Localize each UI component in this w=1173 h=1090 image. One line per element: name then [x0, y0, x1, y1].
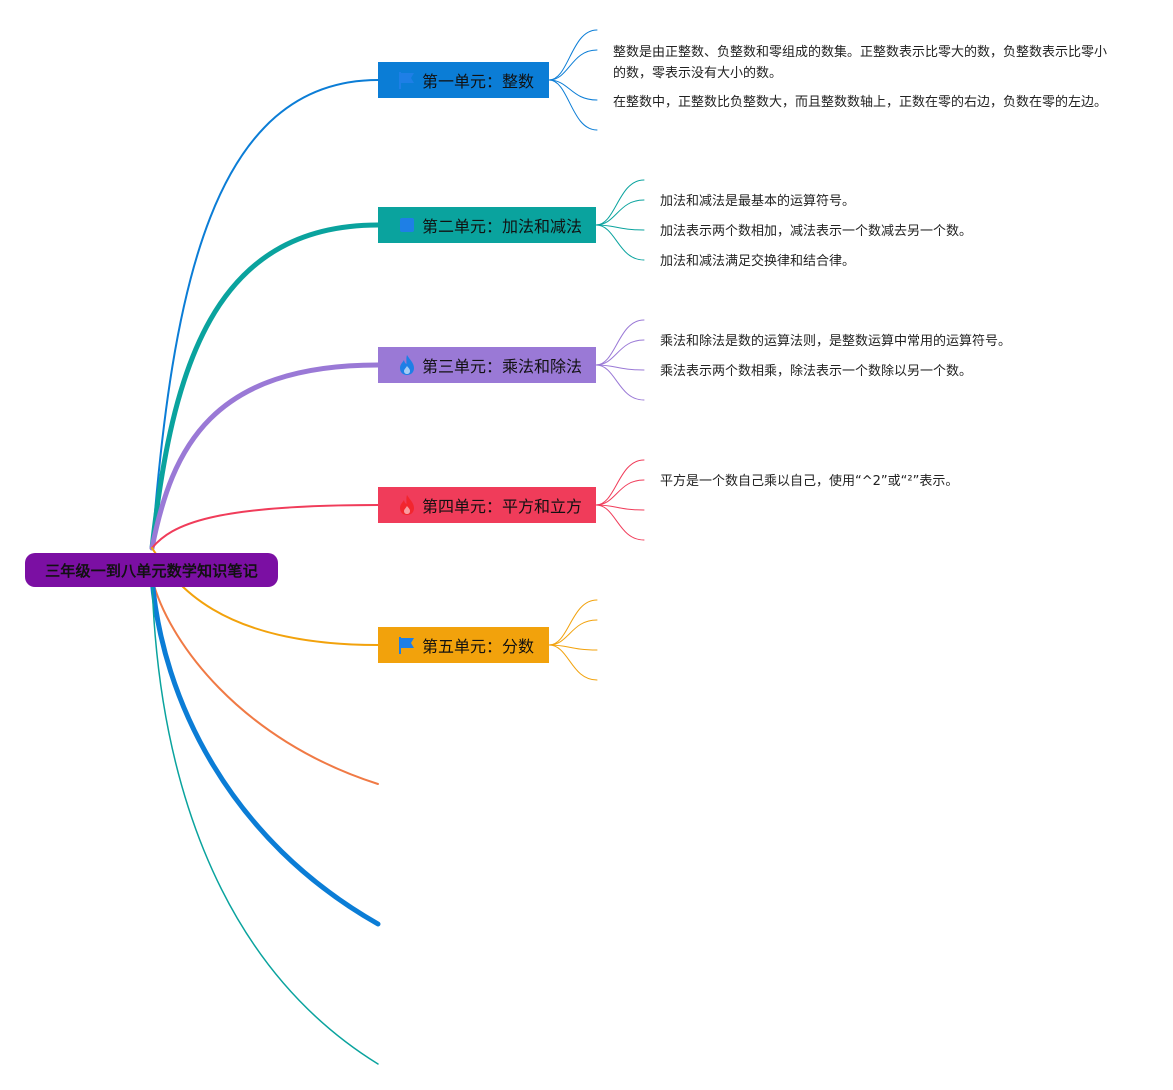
- note-text: 乘法和除法是数的运算法则，是整数运算中常用的运算符号。: [660, 334, 1012, 349]
- sub-branch-line-1-4: [548, 79, 598, 131]
- sub-branch-line-5-3: [548, 644, 598, 651]
- sub-branch-line-4-1: [595, 459, 645, 506]
- topic-label: 第二单元：加法和减法: [422, 217, 583, 236]
- extra-branch-line-1: [151, 577, 379, 785]
- topic-label: 第四单元：平方和立方: [422, 497, 583, 516]
- topic-node-2[interactable]: 第二单元：加法和减法: [378, 207, 596, 243]
- extra-branch-line-3: [151, 577, 379, 1065]
- sub-branch-line-5-2: [548, 619, 598, 646]
- topic-label: 第五单元：分数: [422, 637, 535, 656]
- sub-branch-line-2-3: [595, 224, 645, 231]
- topic-node-3[interactable]: 第三单元：乘法和除法: [378, 347, 596, 383]
- note-text: 加法和减法是最基本的运算符号。: [660, 194, 856, 209]
- topic-label: 第三单元：乘法和除法: [422, 357, 583, 376]
- flame-red-icon: [396, 494, 418, 516]
- sub-branch-line-4-2: [595, 479, 645, 506]
- branch-line-4: [151, 504, 379, 549]
- branch-line-1: [151, 79, 379, 549]
- sub-branch-line-3-1: [595, 319, 645, 366]
- note-text: 平方是一个数自己乘以自己，使用“^2”或“²”表示。: [660, 474, 959, 489]
- sub-branch-line-1-1: [548, 29, 598, 81]
- flame-blue-icon: [396, 354, 418, 376]
- sub-branch-line-1-2: [548, 49, 598, 81]
- topic-node-5[interactable]: 第五单元：分数: [378, 627, 549, 663]
- sub-branch-line-2-1: [595, 179, 645, 226]
- sub-branch-line-3-4: [595, 364, 645, 401]
- sub-branch-line-5-1: [548, 599, 598, 646]
- topic-node-1[interactable]: 第一单元：整数: [378, 62, 549, 98]
- extra-branch-line-2: [149, 575, 381, 927]
- sub-branch-line-4-4: [595, 504, 645, 541]
- sub-branch-line-1-3: [548, 79, 598, 101]
- topic-label: 第一单元：整数: [422, 72, 535, 91]
- note-text: 加法表示两个数相加，减法表示一个数减去另一个数。: [660, 224, 973, 239]
- topic-node-4[interactable]: 第四单元：平方和立方: [378, 487, 596, 523]
- flag-icon: [396, 69, 418, 91]
- root-node[interactable]: 三年级一到八单元数学知识笔记: [25, 553, 278, 587]
- note-text: 乘法表示两个数相乘，除法表示一个数除以另一个数。: [660, 364, 973, 379]
- sub-branch-line-4-3: [595, 504, 645, 511]
- note-text: 整数是由正整数、负整数和零组成的数集。正整数表示比零大的数，负整数表示比零小的数…: [613, 45, 1108, 81]
- sub-branch-line-2-2: [595, 199, 645, 226]
- root-label: 三年级一到八单元数学知识笔记: [45, 561, 258, 580]
- flag-icon: [396, 634, 418, 656]
- branch-line-2: [149, 222, 381, 551]
- sub-branch-line-2-4: [595, 224, 645, 261]
- square-icon: [396, 214, 418, 236]
- sub-branch-line-3-2: [595, 339, 645, 366]
- sub-branch-line-3-3: [595, 364, 645, 371]
- note-text: 加法和减法满足交换律和结合律。: [660, 254, 856, 269]
- note-text: 在整数中，正整数比负整数大，而且整数数轴上，正数在零的右边，负数在零的左边。: [613, 95, 1108, 110]
- branch-line-3: [149, 362, 381, 551]
- sub-branch-line-5-4: [548, 644, 598, 681]
